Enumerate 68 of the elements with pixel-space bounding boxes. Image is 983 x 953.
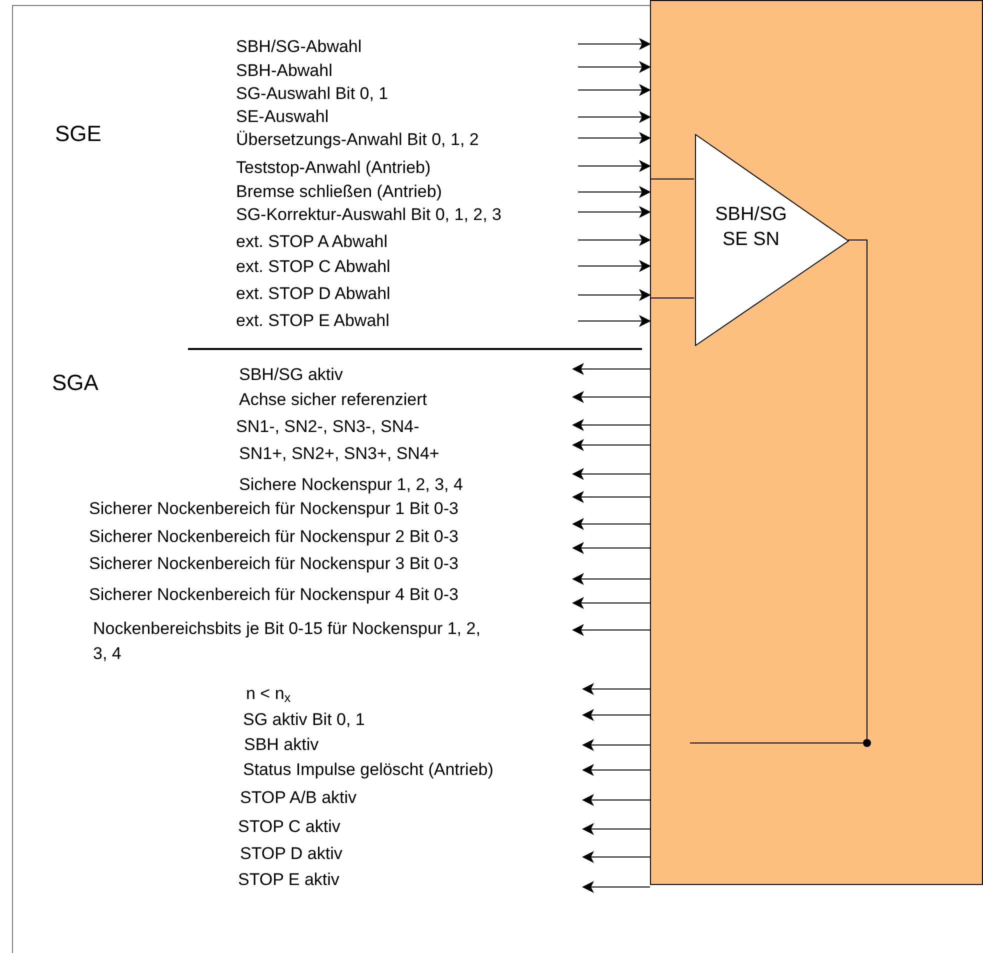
arrow [582, 851, 650, 863]
signal-label: SBH/SG aktiv [239, 364, 343, 386]
signal-label: Achse sicher referenziert [239, 389, 428, 411]
signal-label: SBH aktiv [244, 734, 319, 756]
signal-label: SE-Auswahl [236, 106, 329, 128]
signal-label: Sichere Nockenspur 1, 2, 3, 4 [239, 474, 463, 496]
signal-label: ext. STOP E Abwahl [236, 310, 390, 332]
arrow [578, 289, 651, 301]
arrow [578, 234, 651, 246]
signal-label: SN1+, SN2+, SN3+, SN4+ [239, 443, 440, 465]
signal-label: SG-Korrektur-Auswahl Bit 0, 1, 2, 3 [236, 204, 502, 226]
arrow [578, 132, 651, 144]
block-label: SBH/SG SE SN [715, 204, 787, 250]
signal-label: n < n$_{x}$ [246, 683, 291, 706]
arrow [572, 597, 650, 609]
arrow [572, 439, 650, 451]
arrow [578, 38, 651, 50]
signal-label: Nockenbereichsbits je Bit 0-15 für Nockenspur 1, 2, 3, 4 [93, 618, 482, 665]
arrow [582, 709, 650, 721]
arrow [582, 823, 650, 835]
arrow [578, 84, 651, 96]
signal-label: SBH-Abwahl [236, 60, 332, 82]
signal-label: Sicherer Nockenbereich für Nockenspur 2 Bit 0-3 [89, 526, 458, 548]
signal-label: Sicherer Nockenbereich für Nockenspur 1 Bit 0-3 [89, 498, 458, 520]
signal-label: Übersetzungs-Anwahl Bit 0, 1, 2 [236, 129, 479, 151]
arrow [582, 764, 650, 776]
group-label: SGA [52, 369, 98, 397]
signal-label: Sicherer Nockenbereich für Nockenspur 3 Bit 0-3 [89, 553, 458, 575]
signal-label: STOP D aktiv [240, 843, 342, 865]
group-label: SGE [55, 120, 102, 148]
arrow [578, 111, 651, 123]
arrow [572, 491, 650, 503]
signal-label: Status Impulse gelöscht (Antrieb) [243, 759, 494, 781]
arrow [582, 683, 650, 695]
signal-label: Sicherer Nockenbereich für Nockenspur 4 Bit 0-3 [89, 584, 458, 606]
signal-label: SG-Auswahl Bit 0, 1 [236, 83, 388, 105]
signal-label: Bremse schließen (Antrieb) [236, 181, 442, 203]
triangle-block [695, 134, 849, 346]
arrow [572, 391, 650, 403]
arrow [578, 186, 651, 198]
arrow [572, 542, 650, 554]
arrow [572, 468, 650, 480]
signal-label: ext. STOP A Abwahl [236, 231, 388, 253]
signal-line [650, 178, 694, 180]
signal-line [690, 240, 868, 744]
arrow [582, 739, 650, 751]
signal-label: STOP E aktiv [238, 869, 340, 891]
signal-label: ext. STOP D Abwahl [236, 283, 390, 305]
arrow [572, 363, 650, 375]
arrow [578, 206, 651, 218]
arrow [578, 160, 651, 172]
arrow [572, 419, 650, 431]
arrow [578, 315, 651, 327]
signal-label: STOP A/B aktiv [240, 787, 357, 809]
arrow [572, 624, 650, 636]
arrow [578, 61, 651, 73]
signal-label: STOP C aktiv [238, 816, 340, 838]
function-block [650, 0, 983, 885]
signal-label: SN1-, SN2-, SN3-, SN4- [236, 416, 420, 438]
arrow [572, 518, 650, 530]
signal-label: SG aktiv Bit 0, 1 [243, 709, 365, 731]
signal-label: Teststop-Anwahl (Antrieb) [236, 157, 431, 179]
signal-label: SBH/SG-Abwahl [236, 36, 362, 58]
arrow [578, 260, 651, 272]
signal-label: ext. STOP C Abwahl [236, 256, 390, 278]
arrow [582, 794, 650, 806]
arrow [582, 881, 650, 893]
arrow [572, 573, 650, 585]
